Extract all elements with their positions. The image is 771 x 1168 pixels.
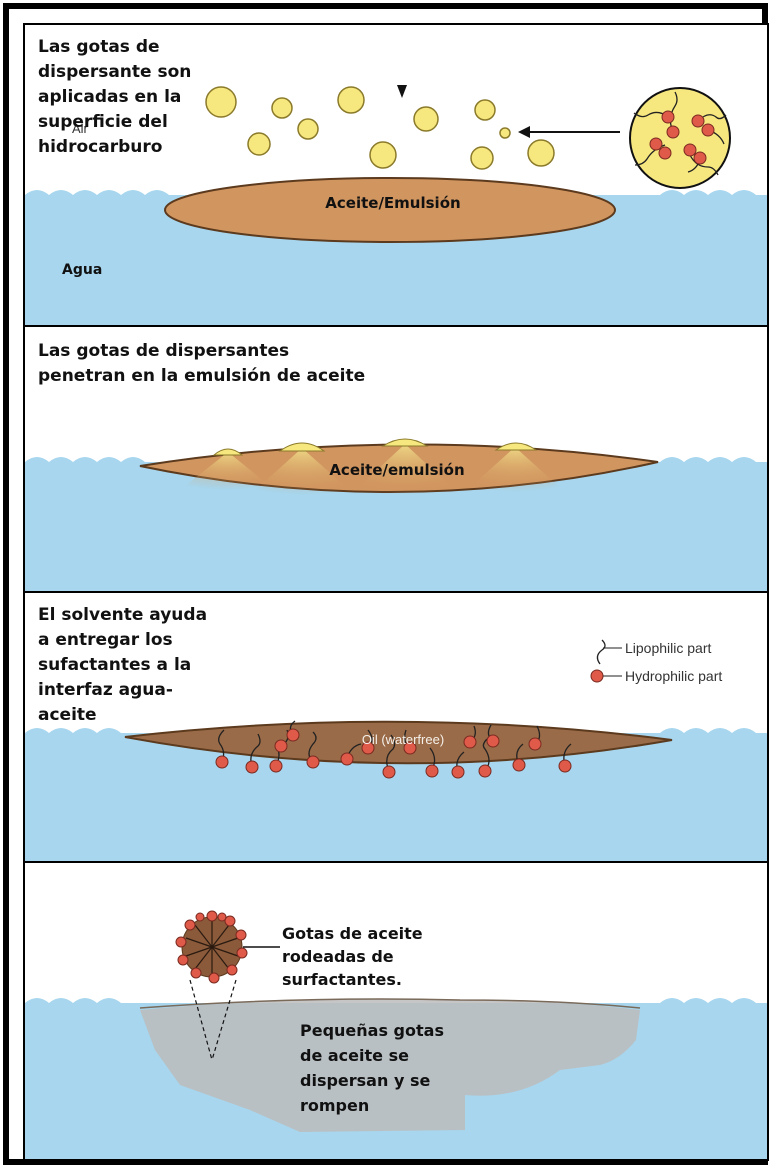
dispersant-drop: [247, 132, 271, 156]
panel-3-caption-line-3: sufactantes a la: [38, 655, 191, 675]
surfactant-head: [306, 755, 320, 769]
surfactant-head: [215, 755, 229, 769]
surfactant-head: [286, 728, 300, 742]
falling-marker-icon: [397, 85, 407, 98]
panel-3-caption-line-2: a entregar los: [38, 630, 173, 650]
surfactant-head: [425, 764, 439, 778]
legend-hydrophilic-label: Hydrophilic part: [625, 668, 722, 684]
surfactant-head: [512, 758, 526, 772]
panel-3-caption: El solvente ayuda a entregar los sufacta…: [38, 605, 207, 725]
panel-4: Gotas de aceite rodeadas de surfactantes…: [23, 861, 769, 1161]
dispersant-cap: [212, 448, 244, 456]
panel-1-caption-line-4: superficie del: [38, 112, 168, 132]
panel-2-caption-line-2: penetran en la emulsión de aceite: [38, 366, 365, 386]
panel-2: Aceite/emulsión Las gotas de dispersante…: [23, 325, 769, 593]
dispersant-drop: [527, 139, 555, 167]
dispersant-drop: [499, 127, 511, 139]
surfactant-head: [528, 737, 542, 751]
zoom-arrowhead-icon: [518, 126, 530, 138]
panel-1-caption: Las gotas de dispersante son aplicadas e…: [38, 37, 191, 157]
surfactant-head: [245, 760, 259, 774]
oil-droplet-micelle: [175, 910, 248, 984]
droplet-caption-line-2: rodeadas de: [282, 947, 394, 966]
panel-3-oil-slick: [124, 720, 673, 765]
dispersant-drops: [205, 86, 555, 170]
dispersion-caption-line-4: rompen: [300, 1096, 369, 1115]
panel-3: Oil (waterfree) El solvente ayuda a entr…: [23, 591, 769, 863]
panel-2-caption: Las gotas de dispersantes penetran en la…: [38, 341, 365, 386]
panel-3-caption-line-1: El solvente ayuda: [38, 605, 207, 625]
panel-2-caption-line-1: Las gotas de dispersantes: [38, 341, 289, 361]
surfactant-heads: [215, 728, 572, 779]
panel-1: Aceite/Emulsión Agua Air Las gotas de di…: [23, 23, 769, 327]
panel-1-caption-line-1: Las gotas de: [38, 37, 160, 57]
hydrophilic-head-icon: [590, 669, 604, 683]
panel-1-oil-slick: [164, 177, 616, 243]
dispersant-drop: [297, 118, 319, 140]
droplet-caption: Gotas de aceite rodeadas de surfactantes…: [282, 924, 423, 989]
panel-1-oil-label: Aceite/Emulsión: [325, 194, 460, 212]
dispersion-caption-line-2: de aceite se: [300, 1046, 409, 1065]
magnified-dispersant-drop: [629, 87, 731, 189]
surfactant-head: [451, 765, 465, 779]
dispersant-cap: [494, 442, 538, 451]
surfactant-head: [486, 734, 500, 748]
panel-1-caption-line-5: hidrocarburo: [38, 137, 162, 157]
panel-3-oil-label: Oil (waterfree): [362, 732, 444, 747]
surfactant-head: [269, 759, 283, 773]
panel-1-caption-line-2: dispersante son: [38, 62, 191, 82]
dispersant-drop: [470, 146, 494, 170]
surfactant-head: [340, 752, 354, 766]
dispersant-drop: [271, 97, 293, 119]
panel-3-caption-line-5: aceite: [38, 705, 97, 725]
surfactant-head: [274, 739, 288, 753]
surfactant-legend: Lipophilic part Hydrophilic part: [590, 639, 722, 684]
dispersant-cap: [278, 442, 326, 452]
dispersant-cap: [381, 438, 429, 447]
panel-3-caption-line-4: interfaz agua-: [38, 680, 173, 700]
lipophilic-tail-icon: [596, 639, 606, 665]
surfactant-head: [478, 764, 492, 778]
surfactant-head: [558, 759, 572, 773]
dispersion-caption-line-3: dispersan y se: [300, 1071, 430, 1090]
panel-1-water-label: Agua: [62, 262, 102, 278]
dispersed-oil-cloud: [140, 998, 640, 1132]
dispersant-drop: [413, 106, 439, 132]
droplet-caption-line-1: Gotas de aceite: [282, 924, 423, 943]
dispersant-drop: [474, 99, 496, 121]
dispersion-caption-line-1: Pequeñas gotas: [300, 1021, 444, 1040]
panel-2-oil-label: Aceite/emulsión: [329, 461, 464, 479]
dispersant-drop: [205, 86, 237, 118]
surfactant-head: [403, 741, 417, 755]
surfactant-head: [361, 741, 375, 755]
surfactant-head: [382, 765, 396, 779]
dispersant-drop: [369, 141, 397, 169]
penetrating-drops: [180, 438, 565, 495]
panel-1-air-label: Air: [72, 121, 89, 136]
dispersant-drop: [337, 86, 365, 114]
legend-lipophilic-label: Lipophilic part: [625, 640, 711, 656]
panel-2-water: [25, 457, 767, 591]
panel-1-caption-line-3: aplicadas en la: [38, 87, 181, 107]
panel-3-water: [25, 728, 767, 861]
droplet-caption-line-3: surfactantes.: [282, 970, 402, 989]
surfactant-head: [463, 735, 477, 749]
dispersion-caption: Pequeñas gotas de aceite se dispersan y …: [300, 1021, 444, 1115]
